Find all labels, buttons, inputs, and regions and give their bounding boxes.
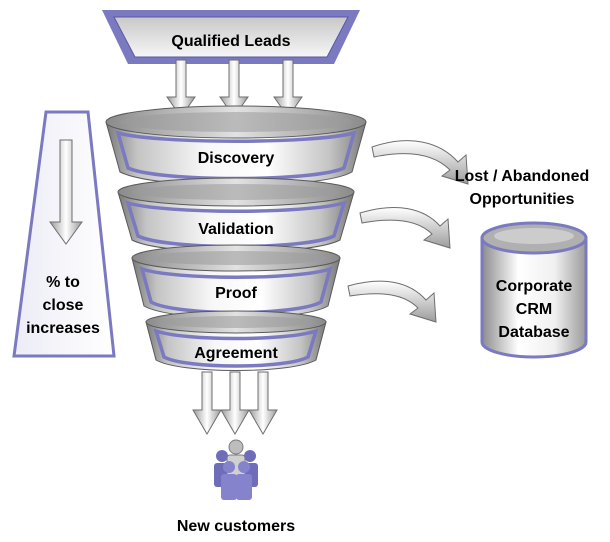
new-customers-label: New customers — [177, 518, 295, 535]
down-arrow-icon — [192, 371, 222, 435]
indicator-line: close — [43, 297, 84, 314]
down-arrow-icon — [248, 371, 278, 435]
lost-label-line: Lost / Abandoned — [455, 168, 590, 185]
database-line: Database — [498, 324, 569, 341]
indicator-line: % to — [46, 274, 80, 291]
funnel-stage-agreement: Agreement — [145, 310, 327, 371]
qualified-leads-label: Qualified Leads — [171, 33, 290, 50]
curved-arrow-icon — [371, 140, 469, 185]
curved-arrow-icon — [347, 280, 437, 323]
top-arrows — [166, 59, 303, 118]
funnel-stage-discovery: Discovery — [105, 105, 367, 186]
lost-opportunities-label: Lost / Abandoned Opportunities — [455, 168, 590, 208]
qualified-leads-box: Qualified Leads — [102, 10, 360, 64]
customers-icon — [214, 439, 258, 500]
lost-label-line: Opportunities — [470, 191, 575, 208]
indicator-line: increases — [26, 320, 100, 337]
database-line: CRM — [516, 301, 552, 318]
curved-arrow-icon — [359, 207, 451, 249]
down-arrow-icon — [49, 139, 83, 245]
funnel-stage-validation: Validation — [117, 177, 355, 253]
close-rate-indicator: % to close increases — [12, 110, 116, 358]
funnel-stage-proof: Proof — [131, 244, 341, 319]
stage-label: Proof — [215, 285, 257, 302]
stage-label: Validation — [198, 221, 274, 238]
lost-arrows — [347, 140, 469, 323]
down-arrow-icon — [220, 371, 250, 435]
bottom-arrows — [192, 371, 278, 435]
down-arrow-icon — [273, 59, 303, 118]
stage-label: Discovery — [198, 150, 275, 167]
crm-database: Corporate CRM Database — [480, 221, 588, 359]
stage-label: Agreement — [194, 345, 278, 362]
database-line: Corporate — [496, 278, 573, 295]
